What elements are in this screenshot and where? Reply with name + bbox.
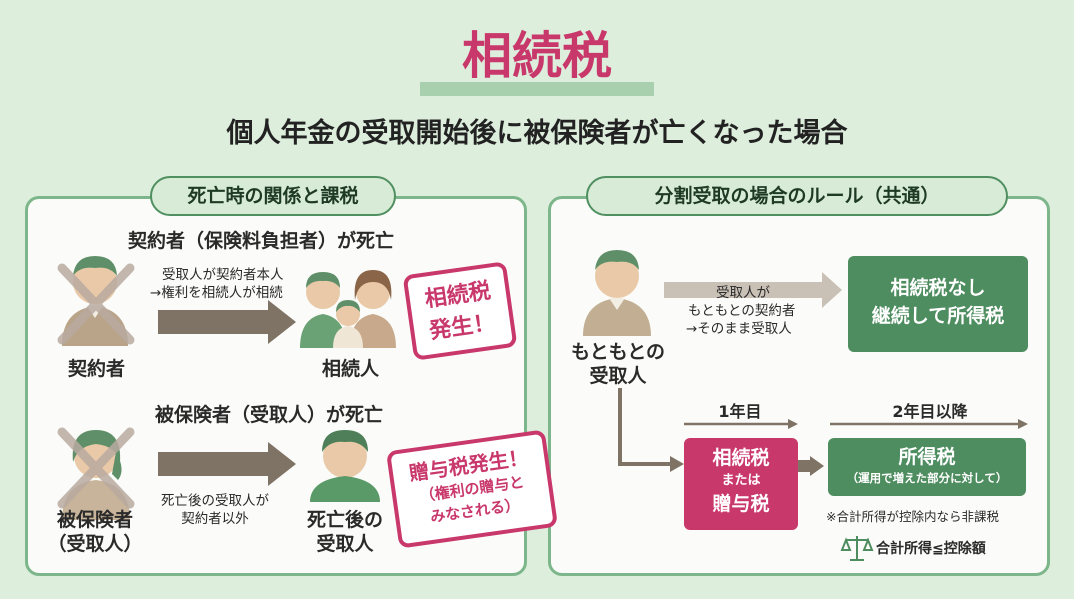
case2-arrow-line2: 契約者以外 (181, 511, 249, 527)
insured-label-line1: 被保険者 (56, 509, 133, 531)
arrow-icon (618, 388, 672, 466)
original-recipient-label: もともとの 受取人 (562, 340, 674, 388)
original-recipient-line1: もともとの (570, 341, 666, 363)
box-line: （運用で増えた部分に対して） (846, 471, 1008, 485)
year1-label: 1年目 (718, 402, 762, 421)
right-panel-heading: 分割受取の場合のルール（共通） (586, 176, 1008, 216)
case1-arrow-line1: 受取人が契約者本人 (162, 267, 284, 283)
box-line: 継続して所得税 (871, 305, 1005, 327)
original-recipient-line2: 受取人 (589, 365, 647, 387)
post-death-recipient-label: 死亡後の 受取人 (290, 508, 400, 556)
arrow-icon (798, 456, 824, 476)
family-icon (300, 270, 396, 348)
arrow-icon (664, 272, 842, 308)
title-underline (420, 82, 654, 96)
case1-title: 契約者（保険料負担者）が死亡 (128, 230, 395, 252)
case2-arrow-line1: 死亡後の受取人が (161, 493, 269, 509)
scale-text: 合計所得≦控除額 (876, 541, 986, 557)
post-death-recipient-line2: 受取人 (316, 533, 374, 555)
right-arrow-line1: 受取人が (716, 285, 770, 301)
box-line: 相続税なし (890, 277, 986, 299)
heir-label: 相続人 (322, 358, 380, 380)
tax-exemption-note: ※合計所得が控除内なら非課税 (826, 509, 999, 524)
arrow-icon (158, 300, 296, 344)
contractor-label: 契約者 (68, 358, 126, 380)
right-arrow-line2: もともとの契約者 (688, 303, 796, 319)
scale-icon (840, 536, 874, 561)
arrow-icon (788, 419, 798, 429)
arrow-icon (670, 456, 684, 472)
post-death-recipient-line1: 死亡後の (306, 509, 383, 531)
cross-mark-icon (57, 263, 135, 345)
box-line: 所得税 (898, 446, 956, 468)
insured-label-line2: （受取人） (47, 533, 143, 555)
page-subtitle: 個人年金の受取開始後に被保険者が亡くなった場合 (226, 118, 848, 149)
insured-label: 被保険者 （受取人） (40, 508, 150, 556)
income-tax-box: 所得税 （運用で増えた部分に対して） (828, 438, 1026, 496)
left-panel-heading: 死亡時の関係と課税 (150, 176, 396, 216)
case2-title: 被保険者（受取人）が死亡 (155, 404, 384, 426)
cross-mark-icon (57, 427, 135, 509)
arrow-icon (1018, 419, 1028, 429)
case1-arrow-line2: →権利を相続人が相続 (150, 285, 283, 301)
box-line: または (721, 473, 761, 488)
inheritance-tax-stamp: 相続税 発生！ (402, 261, 518, 361)
year2-label: 2年目以降 (892, 402, 968, 421)
original-recipient-person-icon (583, 250, 651, 336)
arrow-icon (158, 442, 296, 486)
right-arrow-line3: →そのまま受取人 (686, 321, 792, 337)
inheritance-or-gift-tax-box: 相続税 または 贈与税 (684, 438, 798, 530)
box-line: 相続税 (712, 447, 770, 469)
page-title: 相続税 (462, 27, 612, 85)
box-line: 贈与税 (712, 493, 770, 515)
recipient-person-icon (310, 430, 380, 502)
no-inheritance-tax-box: 相続税なし 継続して所得税 (848, 256, 1028, 352)
